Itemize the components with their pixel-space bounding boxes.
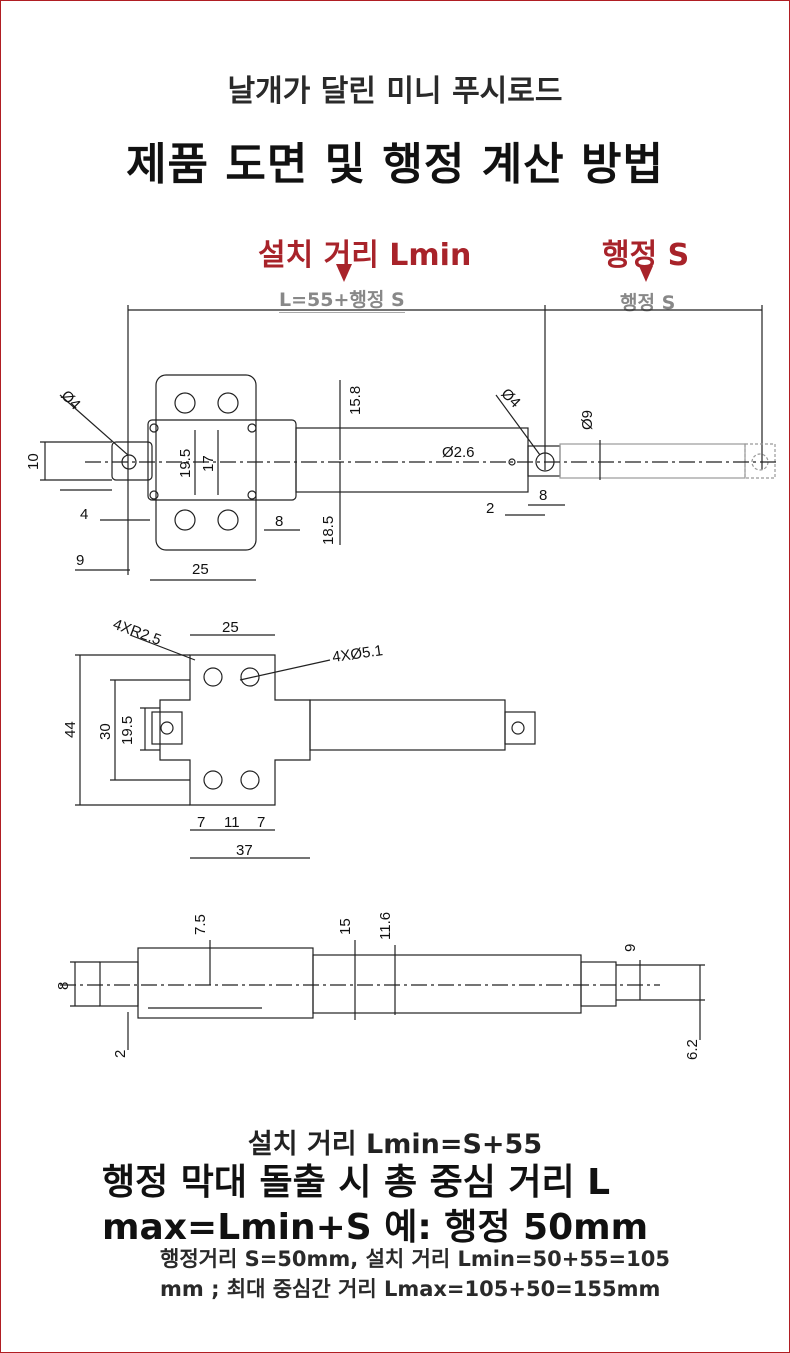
dim-label: 11.6 xyxy=(377,912,394,940)
install-formula: L=55+행정 S xyxy=(279,285,405,313)
example-line-b: mm ; 최대 중심간 거리 Lmax=105+50=155mm xyxy=(160,1277,661,1301)
dim-label: 44 xyxy=(62,721,79,738)
page-title: 제품 도면 및 행정 계산 방법 xyxy=(126,139,664,190)
max-distance-explanation: 행정 막대 돌출 시 총 중심 거리 L max=Lmin+S 예: 행정 50… xyxy=(102,1160,648,1250)
dim-label: 19.5 xyxy=(119,716,136,745)
max-distance-line-a: 행정 막대 돌출 시 총 중심 거리 L xyxy=(102,1162,611,1203)
example-line-a: 행정거리 S=50mm, 설치 거리 Lmin=50+55=105 xyxy=(160,1247,670,1271)
install-distance-label: 설치 거리 Lmin xyxy=(258,238,472,273)
dim-label: Ø2.6 xyxy=(442,444,475,461)
dim-label: 25 xyxy=(222,619,239,636)
dim-label: 19.5 xyxy=(177,449,194,478)
dim-label: 17 xyxy=(200,455,217,472)
dim-label: 37 xyxy=(236,842,253,859)
dim-label: 30 xyxy=(97,723,114,740)
install-marker-icon xyxy=(336,264,352,282)
dim-label: 4XR2.5 xyxy=(111,616,164,649)
dim-label: 8 xyxy=(55,982,72,990)
dim-label: Ø9 xyxy=(579,410,596,430)
dim-label: 4XØ5.1 xyxy=(331,642,384,666)
dim-label: 10 xyxy=(25,453,42,470)
dim-label: 9 xyxy=(76,552,84,569)
dim-label: 7.5 xyxy=(192,914,209,935)
stroke-sub-label: 행정 S xyxy=(620,292,676,314)
dim-label: Ø4 xyxy=(58,387,84,413)
dim-label: 25 xyxy=(192,561,209,578)
dim-label: 2 xyxy=(112,1050,129,1058)
product-subtitle: 날개가 달린 미니 푸시로드 xyxy=(227,74,563,109)
dim-label: 11 xyxy=(224,814,240,831)
dim-label: Ø4 xyxy=(498,385,524,411)
dim-label: 7 xyxy=(257,814,265,831)
example-calculation: 행정거리 S=50mm, 설치 거리 Lmin=50+55=105 mm ; 최… xyxy=(160,1244,670,1304)
dim-label: 6.2 xyxy=(684,1039,701,1060)
install-formula-summary: 설치 거리 Lmin=S+55 xyxy=(247,1129,543,1160)
stroke-marker-icon xyxy=(639,266,653,282)
max-distance-line-b: max=Lmin+S 예: 행정 50mm xyxy=(102,1207,649,1248)
dim-label: 4 xyxy=(80,506,88,523)
dim-label: 8 xyxy=(539,487,547,504)
dim-label: 7 xyxy=(197,814,205,831)
dim-label: 8 xyxy=(275,513,283,530)
dim-label: 2 xyxy=(486,500,494,517)
dim-label: 15 xyxy=(337,918,354,935)
dim-label: 9 xyxy=(622,944,639,952)
dim-label: 15.8 xyxy=(347,386,364,415)
dim-label: 18.5 xyxy=(320,516,337,545)
